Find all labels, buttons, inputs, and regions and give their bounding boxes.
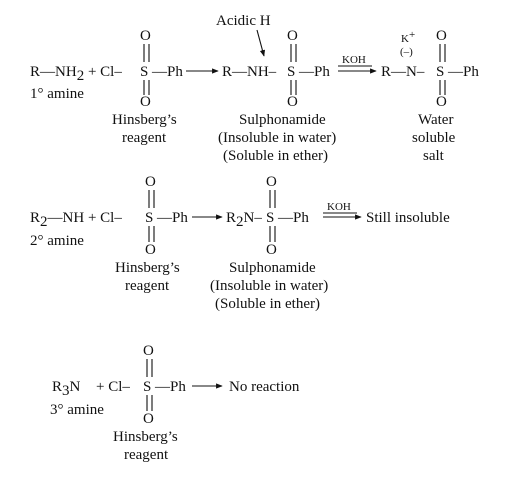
hinsberg-reagent-label-line2: reagent (125, 278, 170, 294)
insoluble-in-water-label: (Insoluble in water) (210, 278, 328, 294)
primary-amine-formula: R—NH2 + Cl– (30, 64, 122, 84)
phenyl-group: —Ph (277, 210, 309, 226)
acidic-h-annotation: Acidic H (216, 13, 271, 29)
sulfur-atom: S (287, 64, 295, 80)
sulfur-atom: S (143, 379, 151, 395)
sulphonamide-formula: R2N– (226, 210, 262, 230)
phenyl-group: —Ph (447, 64, 479, 80)
phenyl-group: —Ph (156, 210, 188, 226)
hinsberg-reagent-1: O S O —Ph Hinsberg’s reagent (112, 28, 183, 146)
hinsberg-reagent-label-line2: reagent (124, 447, 169, 463)
sulfur-atom: S (140, 64, 148, 80)
sulphonamide-product-1: R—NH– Acidic H O S O —Ph Sulphonamide (I… (216, 13, 336, 164)
sulfur-atom: S (436, 64, 444, 80)
phenyl-group: —Ph (154, 379, 186, 395)
reaction-secondary-amine: R2—NH + Cl– 2° amine O S O —Ph Hinsberg’… (30, 174, 450, 312)
sulphonamide-formula: R—NH– (222, 64, 277, 80)
sulfonyl-oxygen-bottom: O (436, 94, 447, 110)
sulfonyl-oxygen-bottom: O (145, 242, 156, 258)
sulfonyl-oxygen-top: O (266, 174, 277, 190)
sulphonamide-label: Sulphonamide (229, 260, 316, 276)
sulfur-atom: S (145, 210, 153, 226)
sulfonyl-oxygen-top: O (143, 343, 154, 359)
sulfonyl-oxygen-bottom: O (287, 94, 298, 110)
koh-reagent-label: KOH (342, 54, 366, 66)
reaction-primary-amine: R—NH2 + Cl– 1° amine O S O —Ph Hinsberg’… (30, 13, 479, 164)
sulfur-atom: S (266, 210, 274, 226)
primary-amine-reactant: R—NH2 + Cl– 1° amine (30, 64, 122, 102)
salt-formula: R—N– (381, 64, 425, 80)
salt-label-line3: salt (423, 148, 445, 164)
salt-label-line1: Water (418, 112, 453, 128)
primary-amine-label: 1° amine (30, 86, 84, 102)
no-reaction-result: No reaction (229, 379, 300, 395)
sulfonyl-oxygen-top: O (287, 28, 298, 44)
hinsberg-reagent-label-line2: reagent (122, 130, 167, 146)
sulfonyl-oxygen-top: O (145, 174, 156, 190)
hinsberg-reagent-label-line1: Hinsberg’s (115, 260, 180, 276)
tertiary-amine-formula: R3N (52, 379, 81, 399)
hinsberg-reagent-label-line1: Hinsberg’s (113, 429, 178, 445)
sulphonamide-label: Sulphonamide (239, 112, 326, 128)
soluble-in-ether-label: (Soluble in ether) (215, 296, 320, 312)
soluble-in-ether-label: (Soluble in ether) (223, 148, 328, 164)
still-insoluble-result: Still insoluble (366, 210, 450, 226)
phenyl-group: —Ph (298, 64, 330, 80)
tertiary-amine-label: 3° amine (50, 402, 104, 418)
secondary-amine-label: 2° amine (30, 233, 84, 249)
secondary-amine-reactant: R2—NH + Cl– 2° amine (30, 210, 122, 249)
nitrogen-negative-charge: (–) (400, 46, 413, 58)
secondary-amine-formula: R2—NH + Cl– (30, 210, 122, 230)
sulphonamide-product-2: R2N– O S O —Ph Sulphonamide (Insoluble i… (210, 174, 328, 312)
insoluble-in-water-label: (Insoluble in water) (218, 130, 336, 146)
water-soluble-salt: R—N– K+ (–) O S O —Ph Water soluble salt (381, 28, 479, 164)
sulfonyl-oxygen-top: O (140, 28, 151, 44)
sulfonyl-oxygen-bottom: O (266, 242, 277, 258)
hinsberg-reagent-2: O S O —Ph Hinsberg’s reagent (115, 174, 188, 294)
acidic-h-pointer-arrow (256, 29, 266, 57)
sulfonyl-oxygen-bottom: O (140, 94, 151, 110)
sulfonyl-oxygen-bottom: O (143, 411, 154, 427)
salt-label-line2: soluble (412, 130, 456, 146)
phenyl-group: —Ph (151, 64, 183, 80)
koh-reagent-label: KOH (327, 201, 351, 213)
hinsberg-reagent-label-line1: Hinsberg’s (112, 112, 177, 128)
plus-hinsberg-chloride: + Cl– (96, 379, 130, 395)
tertiary-amine-reactant: R3N + Cl– 3° amine (50, 379, 130, 418)
reaction-tertiary-amine: R3N + Cl– 3° amine O S O —Ph Hinsberg’s … (50, 343, 300, 463)
hinsberg-reagent-3: O S O —Ph Hinsberg’s reagent (113, 343, 186, 463)
sulfonyl-oxygen-top: O (436, 28, 447, 44)
potassium-cation: K+ (401, 29, 415, 45)
